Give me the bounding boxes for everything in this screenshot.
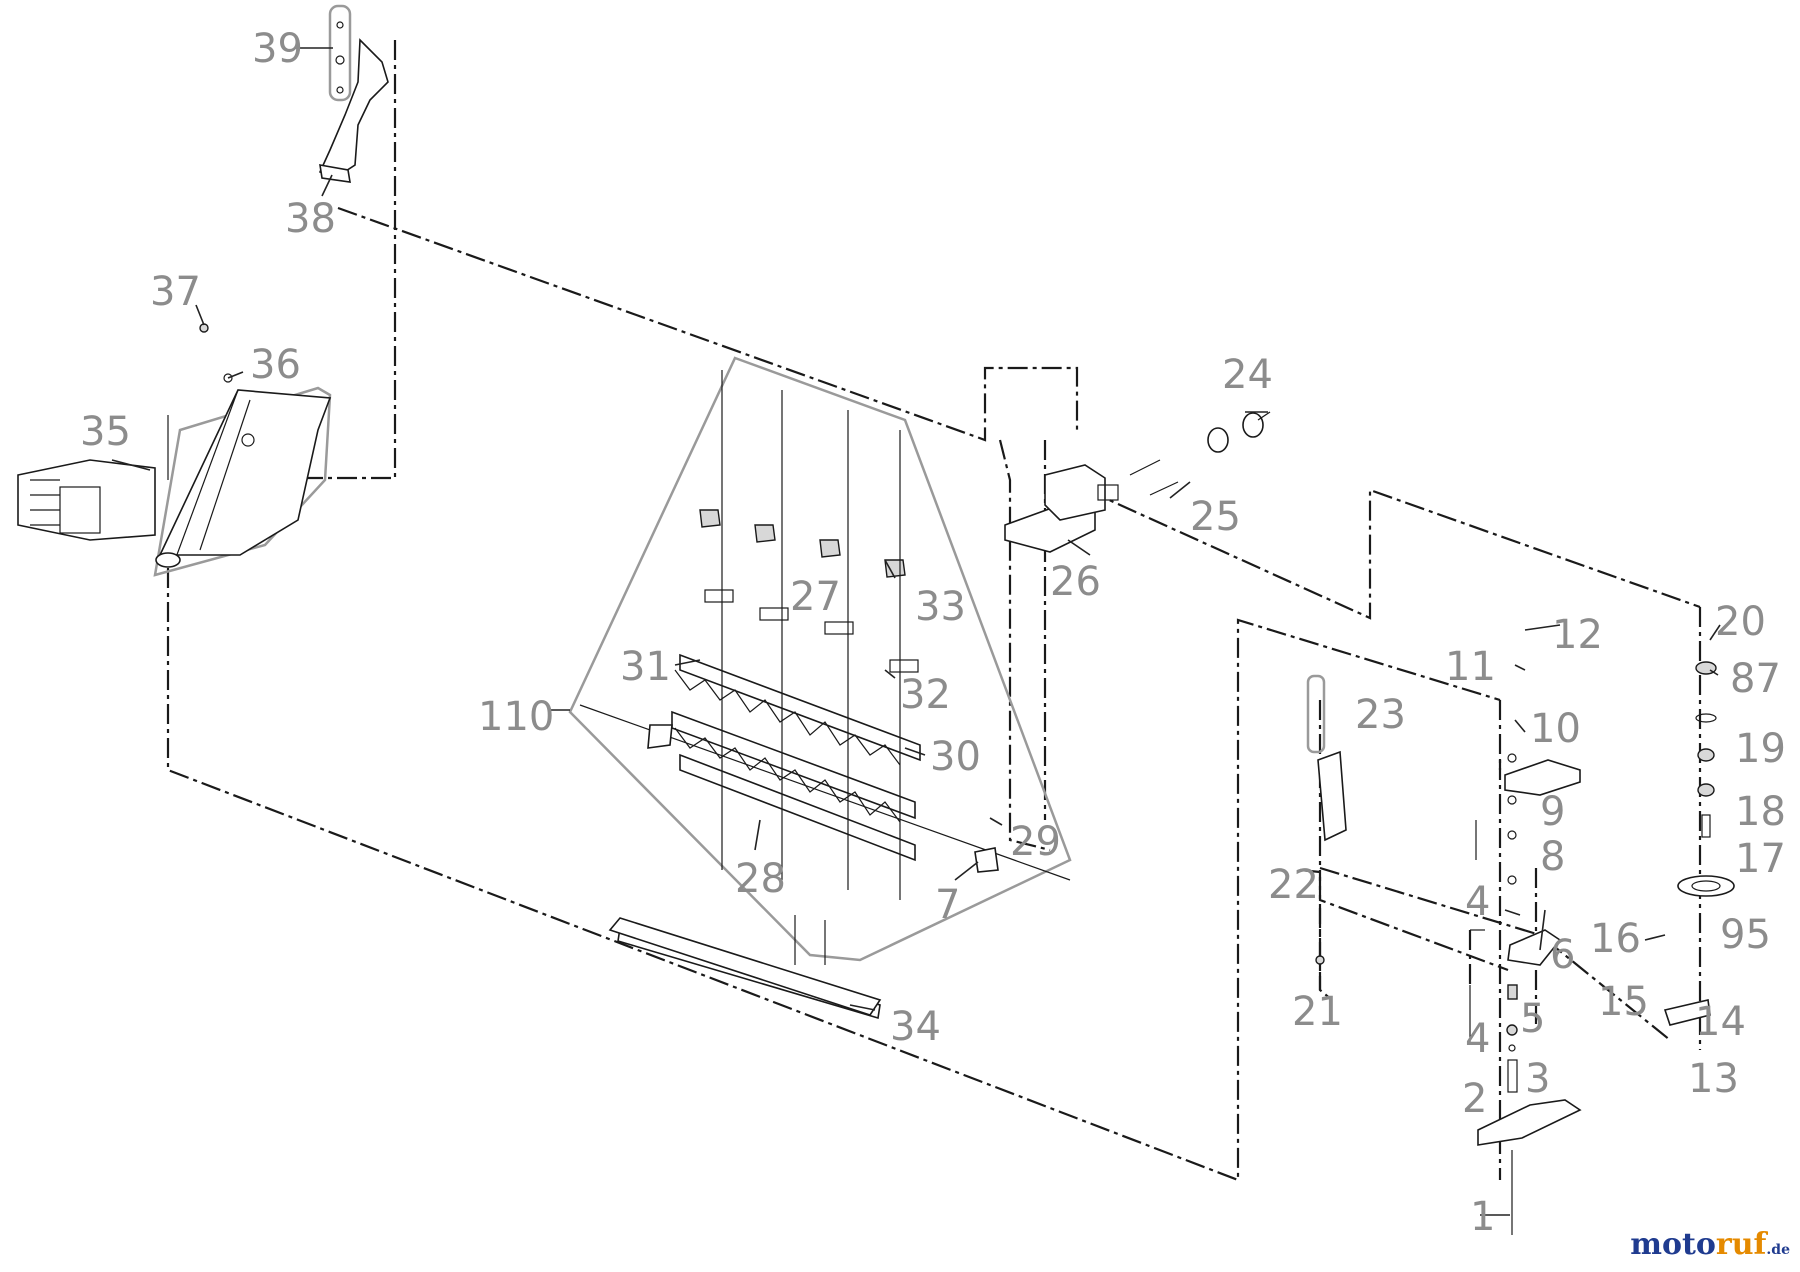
callout-8: 8	[1540, 834, 1565, 880]
watermark-logo: motoruf.de	[1630, 1227, 1790, 1262]
part-bracket-38-39	[318, 21, 389, 183]
callout-87: 87	[1730, 656, 1781, 702]
part-spindle-assembly	[1315, 661, 1735, 1235]
callout-13: 13	[1688, 1056, 1739, 1102]
callout-25: 25	[1190, 494, 1241, 540]
callout-15: 15	[1598, 979, 1649, 1025]
callout-19: 19	[1735, 726, 1786, 772]
callout-33: 33	[915, 584, 966, 630]
callout-14: 14	[1695, 999, 1746, 1045]
watermark-suffix: .de	[1766, 1242, 1790, 1258]
part-cutter-bar-assembly	[579, 370, 1071, 1020]
detail-outlines	[153, 4, 1326, 962]
watermark-part2: ruf	[1715, 1227, 1767, 1262]
callout-22: 22	[1268, 862, 1319, 908]
callout-30: 30	[930, 734, 981, 780]
connection-lines	[166, 40, 1702, 1182]
callout-9: 9	[1540, 789, 1565, 835]
callout-20: 20	[1715, 599, 1766, 645]
callout-95: 95	[1720, 912, 1771, 958]
callout-12: 12	[1552, 612, 1603, 658]
callout-38: 38	[285, 196, 336, 242]
callout-10: 10	[1530, 706, 1581, 752]
callout-6: 6	[1550, 932, 1575, 978]
callout-29: 29	[1010, 819, 1061, 865]
callout-35: 35	[80, 409, 131, 455]
part-blade-bar-34	[608, 917, 882, 1016]
callout-31: 31	[620, 644, 671, 690]
callout-3: 3	[1525, 1056, 1550, 1102]
callout-21: 21	[1292, 989, 1343, 1035]
callout-17: 17	[1735, 836, 1786, 882]
leader-lines	[111, 47, 1721, 1216]
callout-4-upper: 4	[1465, 879, 1490, 925]
callout-24: 24	[1222, 352, 1273, 398]
callout-5: 5	[1520, 996, 1545, 1042]
callout-26: 26	[1050, 559, 1101, 605]
callout-labels: 39 38 37 36 35 24 25 26 27 33 31 32 110 …	[80, 26, 1786, 1240]
callout-18: 18	[1735, 789, 1786, 835]
part-wedge-35-36	[17, 323, 332, 568]
callout-37: 37	[150, 269, 201, 315]
watermark-part1: moto	[1630, 1227, 1716, 1262]
callout-7: 7	[935, 882, 960, 928]
callout-28: 28	[735, 856, 786, 902]
callout-36: 36	[250, 342, 301, 388]
callout-2: 2	[1462, 1076, 1487, 1122]
part-bracket-24-26	[1004, 411, 1271, 553]
callout-34: 34	[890, 1004, 941, 1050]
callout-110: 110	[478, 694, 554, 740]
callout-4-lower: 4	[1465, 1016, 1490, 1062]
callout-27: 27	[790, 574, 841, 620]
callout-32: 32	[900, 672, 951, 718]
callout-1: 1	[1470, 1194, 1495, 1240]
callout-23: 23	[1355, 692, 1406, 738]
callout-39: 39	[252, 26, 303, 72]
callout-11: 11	[1445, 644, 1496, 690]
callout-16: 16	[1590, 916, 1641, 962]
